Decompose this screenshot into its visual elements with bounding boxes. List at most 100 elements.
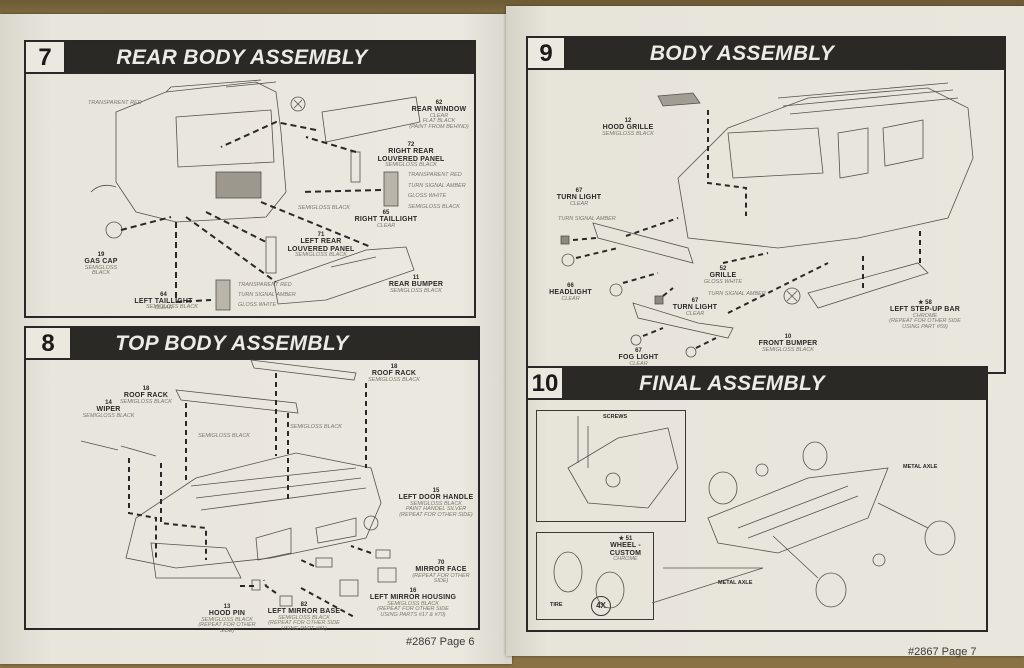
quantity-badge: 4X xyxy=(591,596,611,616)
fog-light-callout: 67 FOG LIGHT CLEAR xyxy=(618,348,659,367)
door-handle-part xyxy=(375,549,391,559)
left-taillight-black: SEMIGLOSS BLACK xyxy=(146,304,198,310)
right-taillight-color-4: SEMIGLOSS BLACK xyxy=(408,204,460,210)
turn-light-part-top xyxy=(560,235,570,245)
windshield xyxy=(727,127,824,179)
mirror-base-part xyxy=(279,595,293,607)
left-taillight-part xyxy=(215,279,231,311)
roof-note-left: SEMIGLOSS BLACK xyxy=(198,433,250,439)
wiper-parts xyxy=(80,440,157,457)
hood-pin-callout: 13 HOOD PIN SEMIGLOSS BLACK (REPEAT FOR … xyxy=(198,604,256,635)
front-door-window xyxy=(837,127,869,179)
turn-light-part-bottom xyxy=(654,295,664,305)
turn-light-bottom-callout: 67 TURN LIGHT CLEAR xyxy=(672,298,718,317)
wheel-rear-left xyxy=(802,441,828,471)
left-taillight-color-3: GLOSS WHITE xyxy=(238,302,277,308)
screw-detail-inset xyxy=(536,410,686,522)
front-bumper-part xyxy=(632,302,734,339)
step-7-header xyxy=(26,42,474,74)
roof-note-right: SEMIGLOSS BLACK xyxy=(290,424,342,430)
step-title: TOP BODY ASSEMBLY xyxy=(115,332,349,355)
rear-body-drawing xyxy=(90,79,421,311)
step-title: REAR BODY ASSEMBLY xyxy=(116,46,368,69)
step-up-bar-part xyxy=(807,262,929,309)
fog-light-part-right xyxy=(685,346,697,358)
right-rear-louvered-panel-callout: 72 RIGHT REAR LOUVERED PANEL SEMIGLOSS B… xyxy=(377,142,445,168)
instruction-page-7: 9 BODY ASSEMBLY xyxy=(506,6,1024,658)
gas-cap-part xyxy=(105,221,123,239)
vehicle-rear-outline xyxy=(115,81,287,223)
right-taillight-color-1: TRANSPARENT RED xyxy=(408,172,462,178)
mirror-face-callout: 70 MIRROR FACE (REPEAT FOR OTHER SIDE) xyxy=(412,560,470,585)
metal-axle-bottom-label: METAL AXLE xyxy=(718,580,753,586)
metal-axle-top-label: METAL AXLE xyxy=(903,464,938,470)
right-taillight-callout: 65 RIGHT TAILLIGHT CLEAR xyxy=(354,210,418,229)
metal-axle-rear xyxy=(877,502,929,529)
step-number: 8 xyxy=(26,328,72,360)
chrome-symbol-icon xyxy=(755,463,769,477)
body-assembly-drawing xyxy=(560,82,974,358)
wiper-callout: 14 WIPER SEMIGLOSS BLACK xyxy=(82,400,135,419)
step-title: FINAL ASSEMBLY xyxy=(639,372,825,395)
left-rear-louvered-panel-callout: 71 LEFT REAR LOUVERED PANEL SEMIGLOSS BL… xyxy=(287,232,355,258)
step-number: 10 xyxy=(528,368,564,400)
roof-rack-right-part xyxy=(250,359,357,381)
rear-window-opening xyxy=(175,109,275,168)
chassis-front-detail xyxy=(567,427,679,509)
left-door-handle-callout: 15 LEFT DOOR HANDLE SEMIGLOSS BLACK PAIN… xyxy=(398,488,474,519)
vehicle-body-outline xyxy=(677,87,974,249)
headlight-callout: 66 HEADLIGHT CLEAR xyxy=(549,283,592,302)
roof-rack-left-callout: 18 ROOF RACK SEMIGLOSS BLACK xyxy=(120,386,172,405)
rear-window-callout: 62 REAR WINDOW CLEAR FLAT BLACK (PAINT F… xyxy=(409,100,469,131)
rear-bumper-callout: 11 REAR BUMPER SEMIGLOSS BLACK xyxy=(388,275,444,294)
tire-label: TIRE xyxy=(550,602,563,608)
step-8-panel: 8 TOP BODY ASSEMBLY xyxy=(24,326,480,634)
rear-door-window xyxy=(882,119,924,167)
spare-tire xyxy=(363,515,379,531)
turn-signal-amber-note-right: TURN SIGNAL AMBER xyxy=(708,291,766,297)
chrome-symbol-icon xyxy=(783,287,801,305)
chrome-symbol-icon xyxy=(290,96,306,112)
wheel-part xyxy=(595,571,625,609)
license-plate-recess xyxy=(215,171,262,199)
rear-window-part xyxy=(321,96,421,143)
chrome-symbol-icon xyxy=(872,553,886,567)
right-taillight-color-3: GLOSS WHITE xyxy=(408,193,447,199)
door-handle-part-lower xyxy=(315,557,333,568)
step-9-panel: 9 BODY ASSEMBLY xyxy=(526,36,1006,374)
wheel-custom-callout: ★ 51 WHEEL - CUSTOM CHROME xyxy=(609,536,642,562)
grille-part xyxy=(592,222,694,264)
step-8-header xyxy=(26,328,478,360)
roof-rack-left-part xyxy=(175,389,299,414)
right-louvered-panel-part xyxy=(350,151,361,183)
wheel-front-left xyxy=(708,471,738,505)
wheel-detail-inset xyxy=(536,532,654,620)
windshield xyxy=(150,542,242,579)
gas-cap-callout: 19 GAS CAP SEMIGLOSS BLACK xyxy=(84,252,118,277)
step-7-panel: 7 REAR BODY ASSEMBLY xyxy=(24,40,476,318)
headlight-part-left xyxy=(561,253,575,267)
left-taillight-callout: 64 LEFT TAILLIGHT CLEAR xyxy=(134,292,193,311)
wheel-front-right xyxy=(815,572,847,608)
left-taillight-color-1: TRANSPARENT RED xyxy=(238,282,292,288)
step-10-header xyxy=(528,368,986,400)
left-mirror-housing-callout: 16 LEFT MIRROR HOUSING SEMIGLOSS BLACK (… xyxy=(369,588,457,619)
screws-label: SCREWS xyxy=(603,414,628,420)
turn-signal-amber-note-left: TURN SIGNAL AMBER xyxy=(558,216,616,222)
step-number: 9 xyxy=(528,38,566,70)
page-footer: #2867 Page 7 xyxy=(908,646,977,658)
step-number: 7 xyxy=(26,42,66,74)
hood-grille-part xyxy=(657,92,701,107)
headlight-part-right xyxy=(609,283,623,297)
step-9-header xyxy=(528,38,1004,70)
tire-part xyxy=(553,551,583,593)
instruction-page-6: 7 REAR BODY ASSEMBLY xyxy=(0,14,512,664)
right-taillight-part xyxy=(383,171,399,207)
wheel-rear-right xyxy=(924,520,956,556)
turn-light-top-callout: 67 TURN LIGHT CLEAR xyxy=(556,188,602,207)
hood-grille-callout: 12 HOOD GRILLE SEMIGLOSS BLACK xyxy=(602,118,654,137)
step-10-panel: 10 FINAL ASSEMBLY 4X xyxy=(526,366,988,632)
vehicle-roof-outline xyxy=(125,452,382,569)
chassis-underside xyxy=(707,467,889,554)
top-body-drawing xyxy=(80,359,397,619)
